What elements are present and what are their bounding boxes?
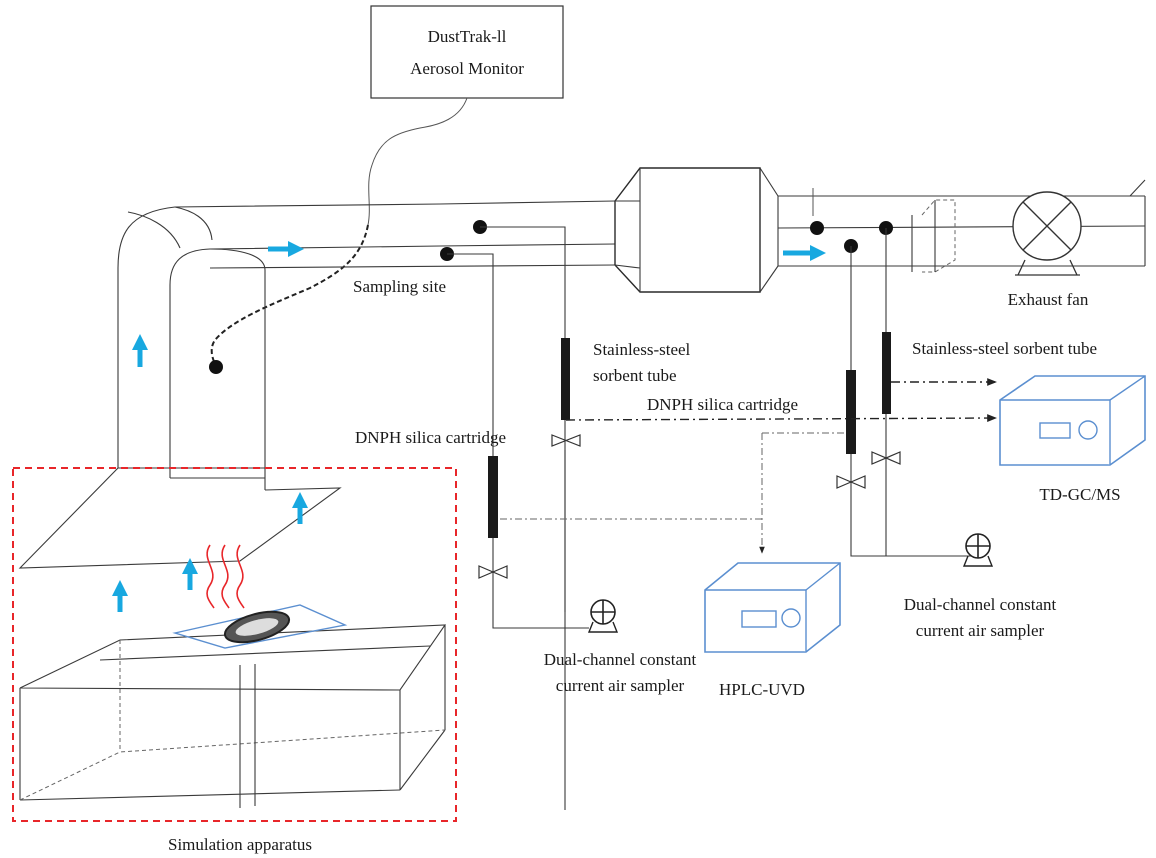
simulation-apparatus-boundary <box>12 467 457 822</box>
heat-waves <box>206 544 245 609</box>
monitor-label-1: DustTrak-ll <box>428 27 507 46</box>
monitor-cable <box>367 97 468 226</box>
exhaust-hood <box>18 467 342 569</box>
hplc-uvd-instrument: HPLC-UVD <box>704 562 841 699</box>
valve-icon <box>871 451 901 465</box>
left-sampling-train <box>440 220 619 810</box>
sampler-right-label-1: Dual-channel constant <box>904 595 1057 614</box>
sorbent-left-label-2: sorbent tube <box>593 366 677 385</box>
monitor-label-2: Aerosol Monitor <box>410 59 524 78</box>
dusttrak-monitor: DustTrak-ll Aerosol Monitor <box>370 5 564 99</box>
flow-arrows <box>111 240 827 612</box>
sampling-site-label: Sampling site <box>353 277 446 296</box>
sorbent-tube-right <box>882 332 891 414</box>
dnph-cartridge-left <box>488 456 498 538</box>
duct-system <box>117 167 1146 490</box>
exhaust-fan-label: Exhaust fan <box>1008 290 1089 309</box>
sampler-left-label-2: current air sampler <box>556 676 685 695</box>
dnph-cartridge-right <box>846 370 856 454</box>
hplc-label: HPLC-UVD <box>719 680 805 699</box>
exhaust-fan: Exhaust fan <box>1008 191 1089 309</box>
probe-sensor <box>209 360 223 374</box>
sampler-right-label-2: current air sampler <box>916 621 1045 640</box>
sorbent-left-label-1: Stainless-steel <box>593 340 691 359</box>
stove-box <box>19 604 447 808</box>
tdgcms-label: TD-GC/MS <box>1039 485 1120 504</box>
right-sampling-train <box>810 221 994 567</box>
fan-icon <box>1022 201 1072 251</box>
valve-icon <box>836 475 866 489</box>
simulation-apparatus-label: Simulation apparatus <box>168 835 312 854</box>
sorbent-tube-left <box>561 338 570 420</box>
sampler-left-label-1: Dual-channel constant <box>544 650 697 669</box>
valve-icon <box>551 434 581 447</box>
valve-icon <box>478 565 508 579</box>
probe-cable-dashed <box>210 224 369 367</box>
dnph-right-label: DNPH silica cartridge <box>647 395 798 414</box>
dnph-left-label: DNPH silica cartridge <box>355 428 506 447</box>
sorbent-right-label: Stainless-steel sorbent tube <box>912 339 1097 358</box>
td-gcms-instrument: TD-GC/MS <box>999 375 1146 504</box>
analysis-connections <box>500 378 997 554</box>
